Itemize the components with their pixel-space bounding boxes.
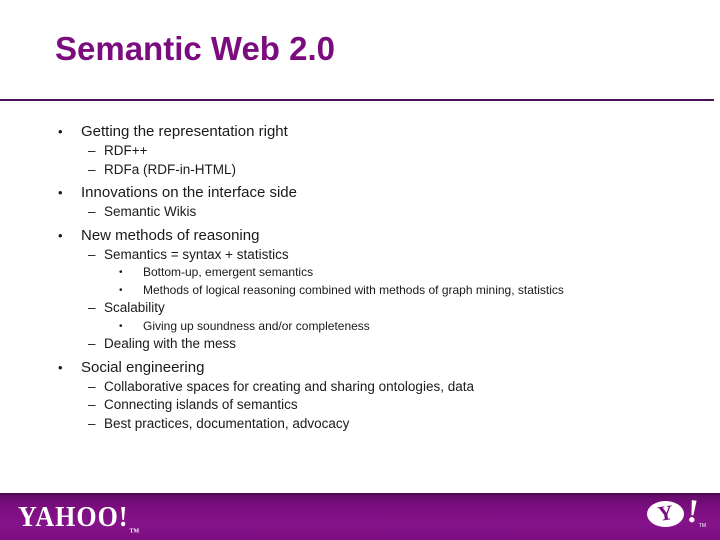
yahoo-y-icon: Y ! TM: [646, 493, 706, 531]
list-item: –Semantics = syntax + statistics: [0, 246, 720, 265]
sub-bullet-icon: •: [119, 320, 123, 332]
list-item-text: Getting the representation right: [81, 123, 288, 140]
slide-title: Semantic Web 2.0: [55, 30, 336, 67]
bullet-list: •Getting the representation right –RDF++…: [0, 121, 720, 433]
trademark-label: TM: [698, 523, 706, 529]
dash-icon: –: [88, 161, 96, 177]
list-item-text: RDF++: [104, 143, 148, 158]
dash-icon: –: [88, 143, 96, 158]
list-item-text: Innovations on the interface side: [81, 184, 297, 201]
list-item: • Innovations on the interface side: [0, 182, 720, 203]
footer-bar: YAHOO!TM Y ! TM: [0, 493, 720, 540]
list-item: • New methods of reasoning: [0, 225, 720, 246]
list-item: –Scalability: [0, 299, 720, 318]
dash-icon: –: [88, 336, 96, 351]
list-item: • Methods of logical reasoning combined w…: [0, 282, 720, 300]
dash-icon: –: [88, 378, 96, 394]
list-item: –Semantic Wikis: [0, 203, 720, 222]
dash-icon: –: [88, 300, 96, 315]
sub-bullet-icon: •: [119, 284, 123, 296]
y-oval-icon: Y: [646, 499, 684, 527]
list-item-text: Connecting islands of semantics: [104, 397, 298, 412]
list-item-text: Scalability: [104, 300, 165, 315]
yahoo-wordmark-logo: YAHOO!TM: [18, 500, 140, 535]
dash-icon: –: [88, 204, 96, 219]
sub-bullet-icon: •: [119, 267, 123, 278]
list-item-text: New methods of reasoning: [81, 226, 260, 244]
list-item: –Dealing with the mess: [0, 335, 720, 354]
list-item: –Best practices, documentation, advocacy: [0, 415, 720, 434]
dash-icon: –: [88, 397, 96, 412]
list-item-text: Dealing with the mess: [104, 336, 237, 351]
list-item-text: Bottom-up, emergent semantics: [143, 265, 314, 279]
list-item-text: Collaborative spaces for creating and sh…: [104, 378, 474, 394]
bullet-icon: •: [58, 124, 63, 139]
list-item: • Giving up soundness and/or completeness: [0, 318, 720, 336]
bullet-icon: •: [58, 185, 63, 200]
dash-icon: –: [88, 415, 96, 431]
list-item-text: Best practices, documentation, advocacy: [104, 415, 350, 431]
trademark-label: TM: [129, 527, 140, 535]
title-divider: [0, 99, 714, 101]
list-item: • Bottom-up, emergent semantics: [0, 264, 720, 282]
list-item: –Connecting islands of semantics: [0, 396, 720, 415]
list-item-text: Semantic Wikis: [104, 204, 197, 219]
list-item: • Social engineering: [0, 357, 720, 378]
yahoo-wordmark-text: YAHOO!: [18, 500, 129, 533]
bullet-icon: •: [58, 359, 63, 375]
list-item-text: RDFa (RDF-in-HTML): [104, 161, 236, 177]
list-item: –Collaborative spaces for creating and s…: [0, 378, 720, 397]
list-item-text: Methods of logical reasoning combined wi…: [143, 282, 564, 297]
list-item: –RDF++: [0, 142, 720, 161]
list-item-text: Semantics = syntax + statistics: [104, 246, 289, 262]
list-item: –RDFa (RDF-in-HTML): [0, 161, 720, 180]
y-letter: Y: [655, 499, 675, 526]
list-item-text: Giving up soundness and/or completeness: [143, 318, 370, 333]
exclamation-mark: !: [684, 493, 701, 531]
dash-icon: –: [88, 246, 96, 262]
list-item-text: Social engineering: [81, 358, 205, 376]
bullet-icon: •: [58, 227, 63, 243]
list-item: • Getting the representation right: [0, 121, 720, 142]
